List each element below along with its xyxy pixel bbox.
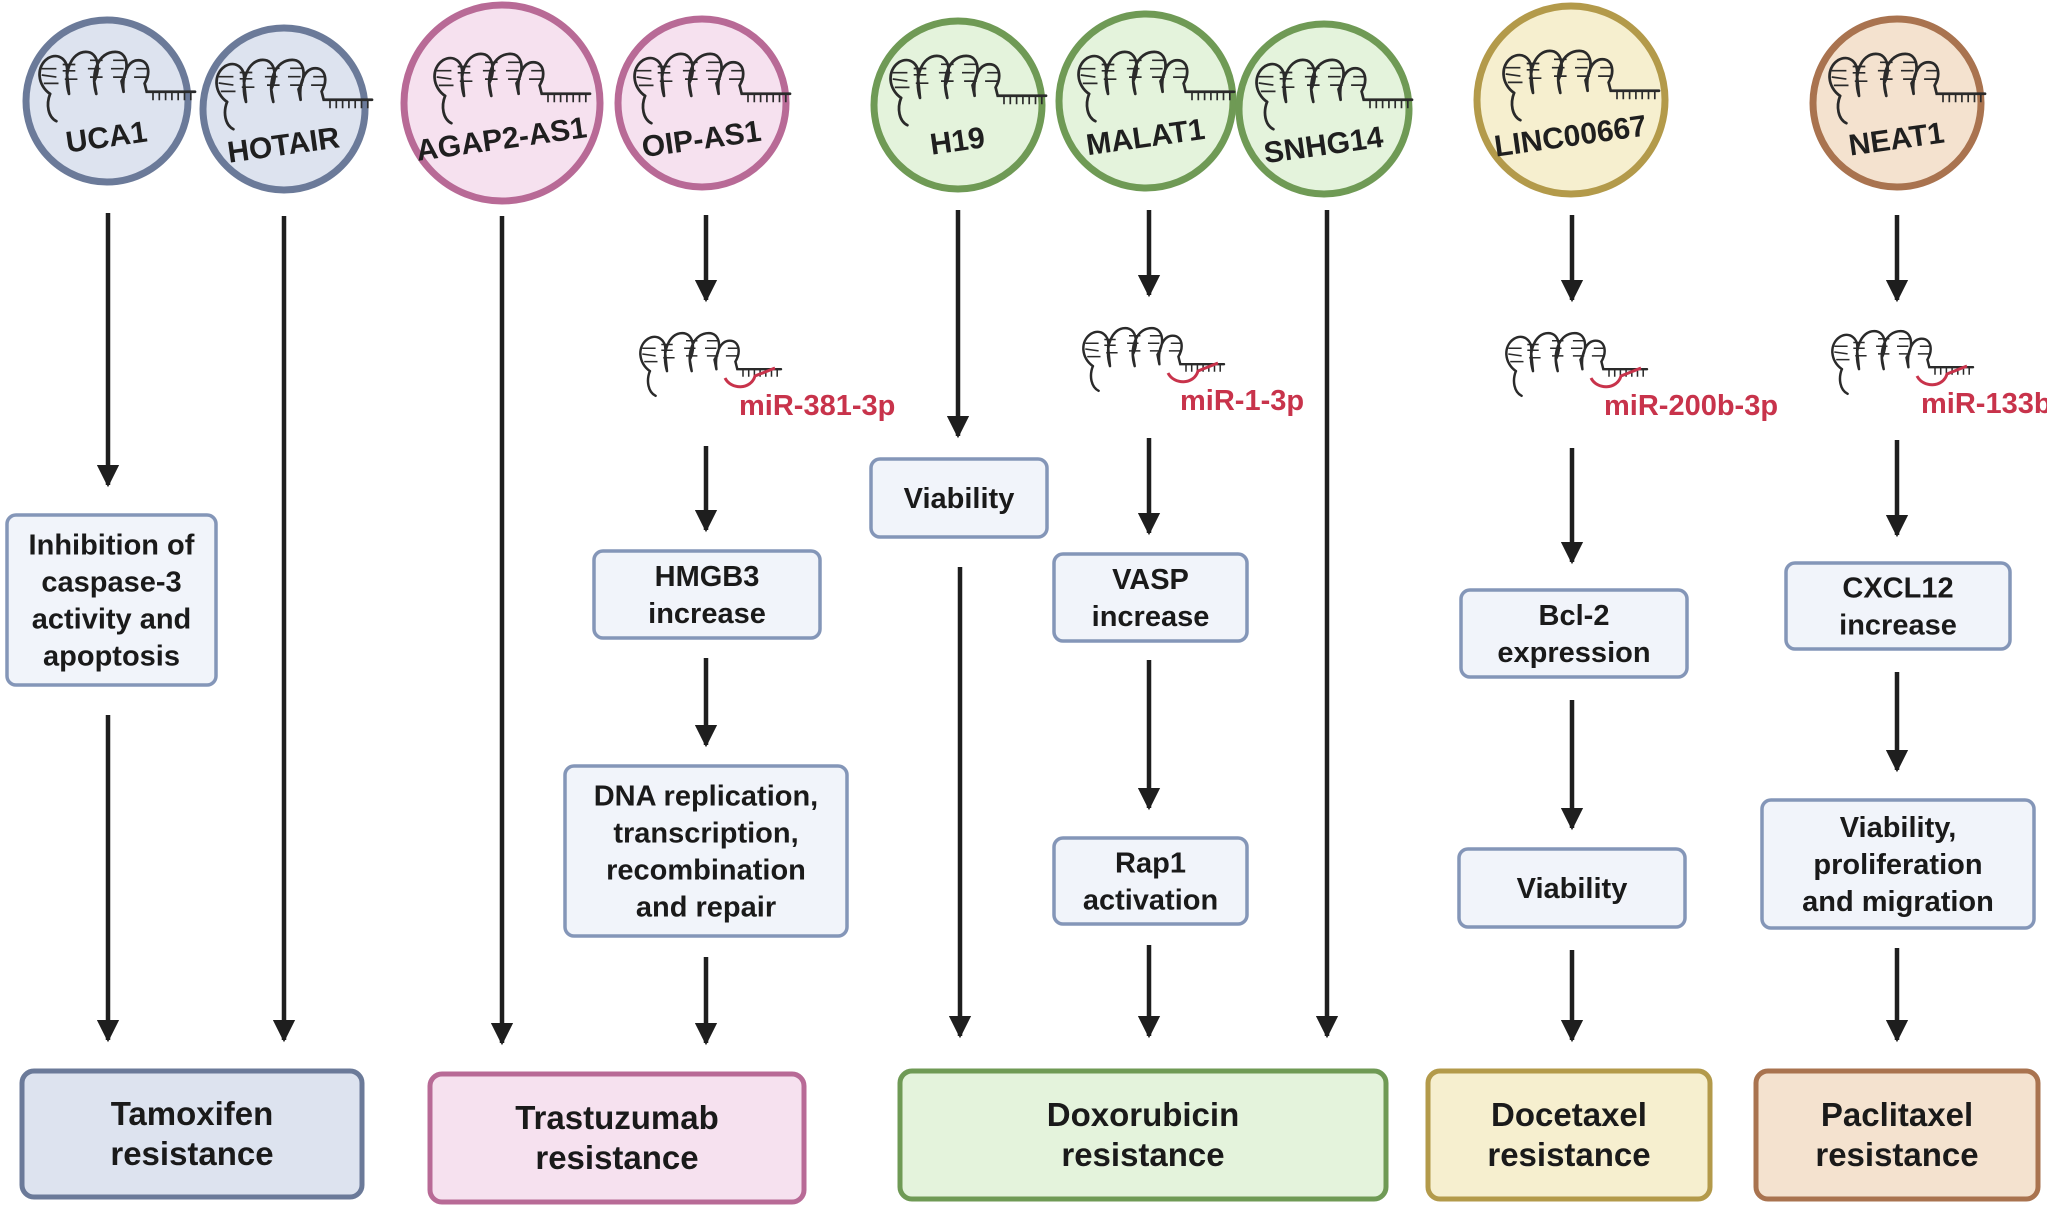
process-box-frame <box>592 549 822 640</box>
process-box-line: HMGB3 <box>655 561 760 593</box>
lncrna-node-malat1: MALAT1 <box>1055 10 1237 192</box>
lncrna-circle <box>1055 10 1237 192</box>
process-box-line: Rap1 <box>1115 848 1186 880</box>
resistance-box-line: resistance <box>1061 1136 1224 1173</box>
process-box-line: Inhibition of <box>29 530 195 562</box>
resistance-box-frame <box>427 1071 807 1205</box>
process-box-line: VASP <box>1112 564 1189 596</box>
resistance-box-line: resistance <box>535 1139 698 1176</box>
process-box-frame <box>1052 836 1249 926</box>
mirna-node-mir1: miR-1-3p <box>1082 326 1304 417</box>
mirna-label: miR-381-3p <box>739 390 895 422</box>
lncrna-circle <box>22 16 192 186</box>
process-box-frame <box>869 457 1049 539</box>
process-box-line: apoptosis <box>43 641 180 673</box>
process-box-frame <box>563 764 849 938</box>
resistance-box-line: resistance <box>1487 1136 1650 1173</box>
process-box-line: activity and <box>32 604 192 636</box>
lncrna-node-neat1: NEAT1 <box>1809 15 1987 191</box>
resistance-box-frame <box>1753 1068 2041 1202</box>
lncrna-node-oip: OIP-AS1 <box>614 15 792 191</box>
process-box-line: increase <box>1839 610 1957 642</box>
resistance-box-line: resistance <box>1815 1136 1978 1173</box>
lncrna-circle <box>614 15 790 191</box>
process-box-line: activation <box>1083 885 1218 917</box>
lncrna-circle <box>1235 20 1413 198</box>
mirna-label: miR-1-3p <box>1180 385 1304 417</box>
process-box-line: Viability <box>904 483 1015 515</box>
mirna-node-mir133b: miR-133b <box>1831 329 2047 420</box>
process-box-frame <box>1457 847 1687 929</box>
process-box-frame <box>1459 588 1689 679</box>
process-box-line: increase <box>1092 601 1210 633</box>
resistance-box-line: Trastuzumab <box>515 1099 719 1136</box>
process-box-line: DNA replication, <box>594 781 819 813</box>
process-box-line: and repair <box>636 892 776 924</box>
mirna-hairpin-icon <box>639 331 783 398</box>
resistance-box-line: resistance <box>110 1135 273 1172</box>
mirna-strand-icon <box>723 366 776 389</box>
process-box-line: and migration <box>1802 886 1994 918</box>
process-box-line: proliferation <box>1813 849 1982 881</box>
lncrna-node-linc: LINC00667 <box>1473 2 1669 198</box>
process-box-viab-neat1: Viability, proliferation and migration <box>1760 798 2036 930</box>
mirna-label: miR-133b <box>1921 388 2047 420</box>
mirna-strand-icon <box>1915 364 1968 387</box>
lncrna-node-h19: H19 <box>870 17 1048 193</box>
process-box-line: Bcl-2 <box>1539 600 1610 632</box>
process-box-line: increase <box>648 598 766 630</box>
lncrna-node-agap2: AGAP2-AS1 <box>400 1 604 205</box>
resistance-box-frame <box>897 1068 1389 1202</box>
mirna-node-mir381: miR-381-3p <box>639 331 895 422</box>
process-box-rap1: Rap1 activation <box>1052 836 1249 926</box>
lncrna-circle <box>199 24 369 194</box>
process-box-viab-linc: Viability <box>1457 847 1687 929</box>
lncrna-node-hotair: HOTAIR <box>199 24 374 194</box>
mirna-hairpin-icon <box>1505 331 1649 398</box>
mirna-label: miR-200b-3p <box>1604 390 1778 422</box>
process-box-vasp: VASP increase <box>1052 552 1249 643</box>
mirna-node-mir200b: miR-200b-3p <box>1505 331 1778 422</box>
lncrna-circle <box>1809 15 1985 191</box>
resistance-box-frame <box>1425 1068 1713 1202</box>
process-box-frame <box>5 513 218 687</box>
process-box-caspase: Inhibition of caspase-3 activity and apopto… <box>5 513 218 687</box>
resistance-box-line: Paclitaxel <box>1821 1096 1973 1133</box>
lncrna-node-snhg14: SNHG14 <box>1235 20 1414 198</box>
process-box-bcl2: Bcl-2 expression <box>1459 588 1689 679</box>
lncrna-circle <box>1473 2 1669 198</box>
process-box-line: expression <box>1497 637 1650 669</box>
mirna-strand-icon <box>1166 361 1219 384</box>
lncrna-label: H19 <box>928 121 987 161</box>
process-box-hmgb3: HMGB3 increase <box>592 549 822 640</box>
lncrna-circle <box>870 17 1046 193</box>
mirna-hairpin-icon <box>1831 329 1975 396</box>
lncrna-circle <box>400 1 604 205</box>
process-box-line: transcription, <box>613 818 798 850</box>
resistance-box-line: Tamoxifen <box>111 1095 274 1132</box>
mirna-hairpin-icon <box>1082 326 1226 393</box>
process-box-frame <box>1760 798 2036 930</box>
mirna-strand-icon <box>1589 366 1642 389</box>
process-box-dna: DNA replication, transcription, recombinat… <box>563 764 849 938</box>
resistance-box-frame <box>19 1068 365 1200</box>
lncrna-node-uca1: UCA1 <box>22 16 197 186</box>
process-box-line: Viability <box>1517 873 1628 905</box>
process-box-line: recombination <box>606 855 806 887</box>
process-box-frame <box>1052 552 1249 643</box>
process-box-viab-h19: Viability <box>869 457 1049 539</box>
process-box-line: CXCL12 <box>1842 573 1953 605</box>
process-box-line: caspase-3 <box>41 567 181 599</box>
process-box-line: Viability, <box>1840 812 1957 844</box>
resistance-box-line: Docetaxel <box>1491 1096 1647 1133</box>
process-box-frame <box>1784 561 2012 651</box>
resistance-box-line: Doxorubicin <box>1047 1096 1240 1133</box>
process-box-cxcl12: CXCL12 increase <box>1784 561 2012 651</box>
